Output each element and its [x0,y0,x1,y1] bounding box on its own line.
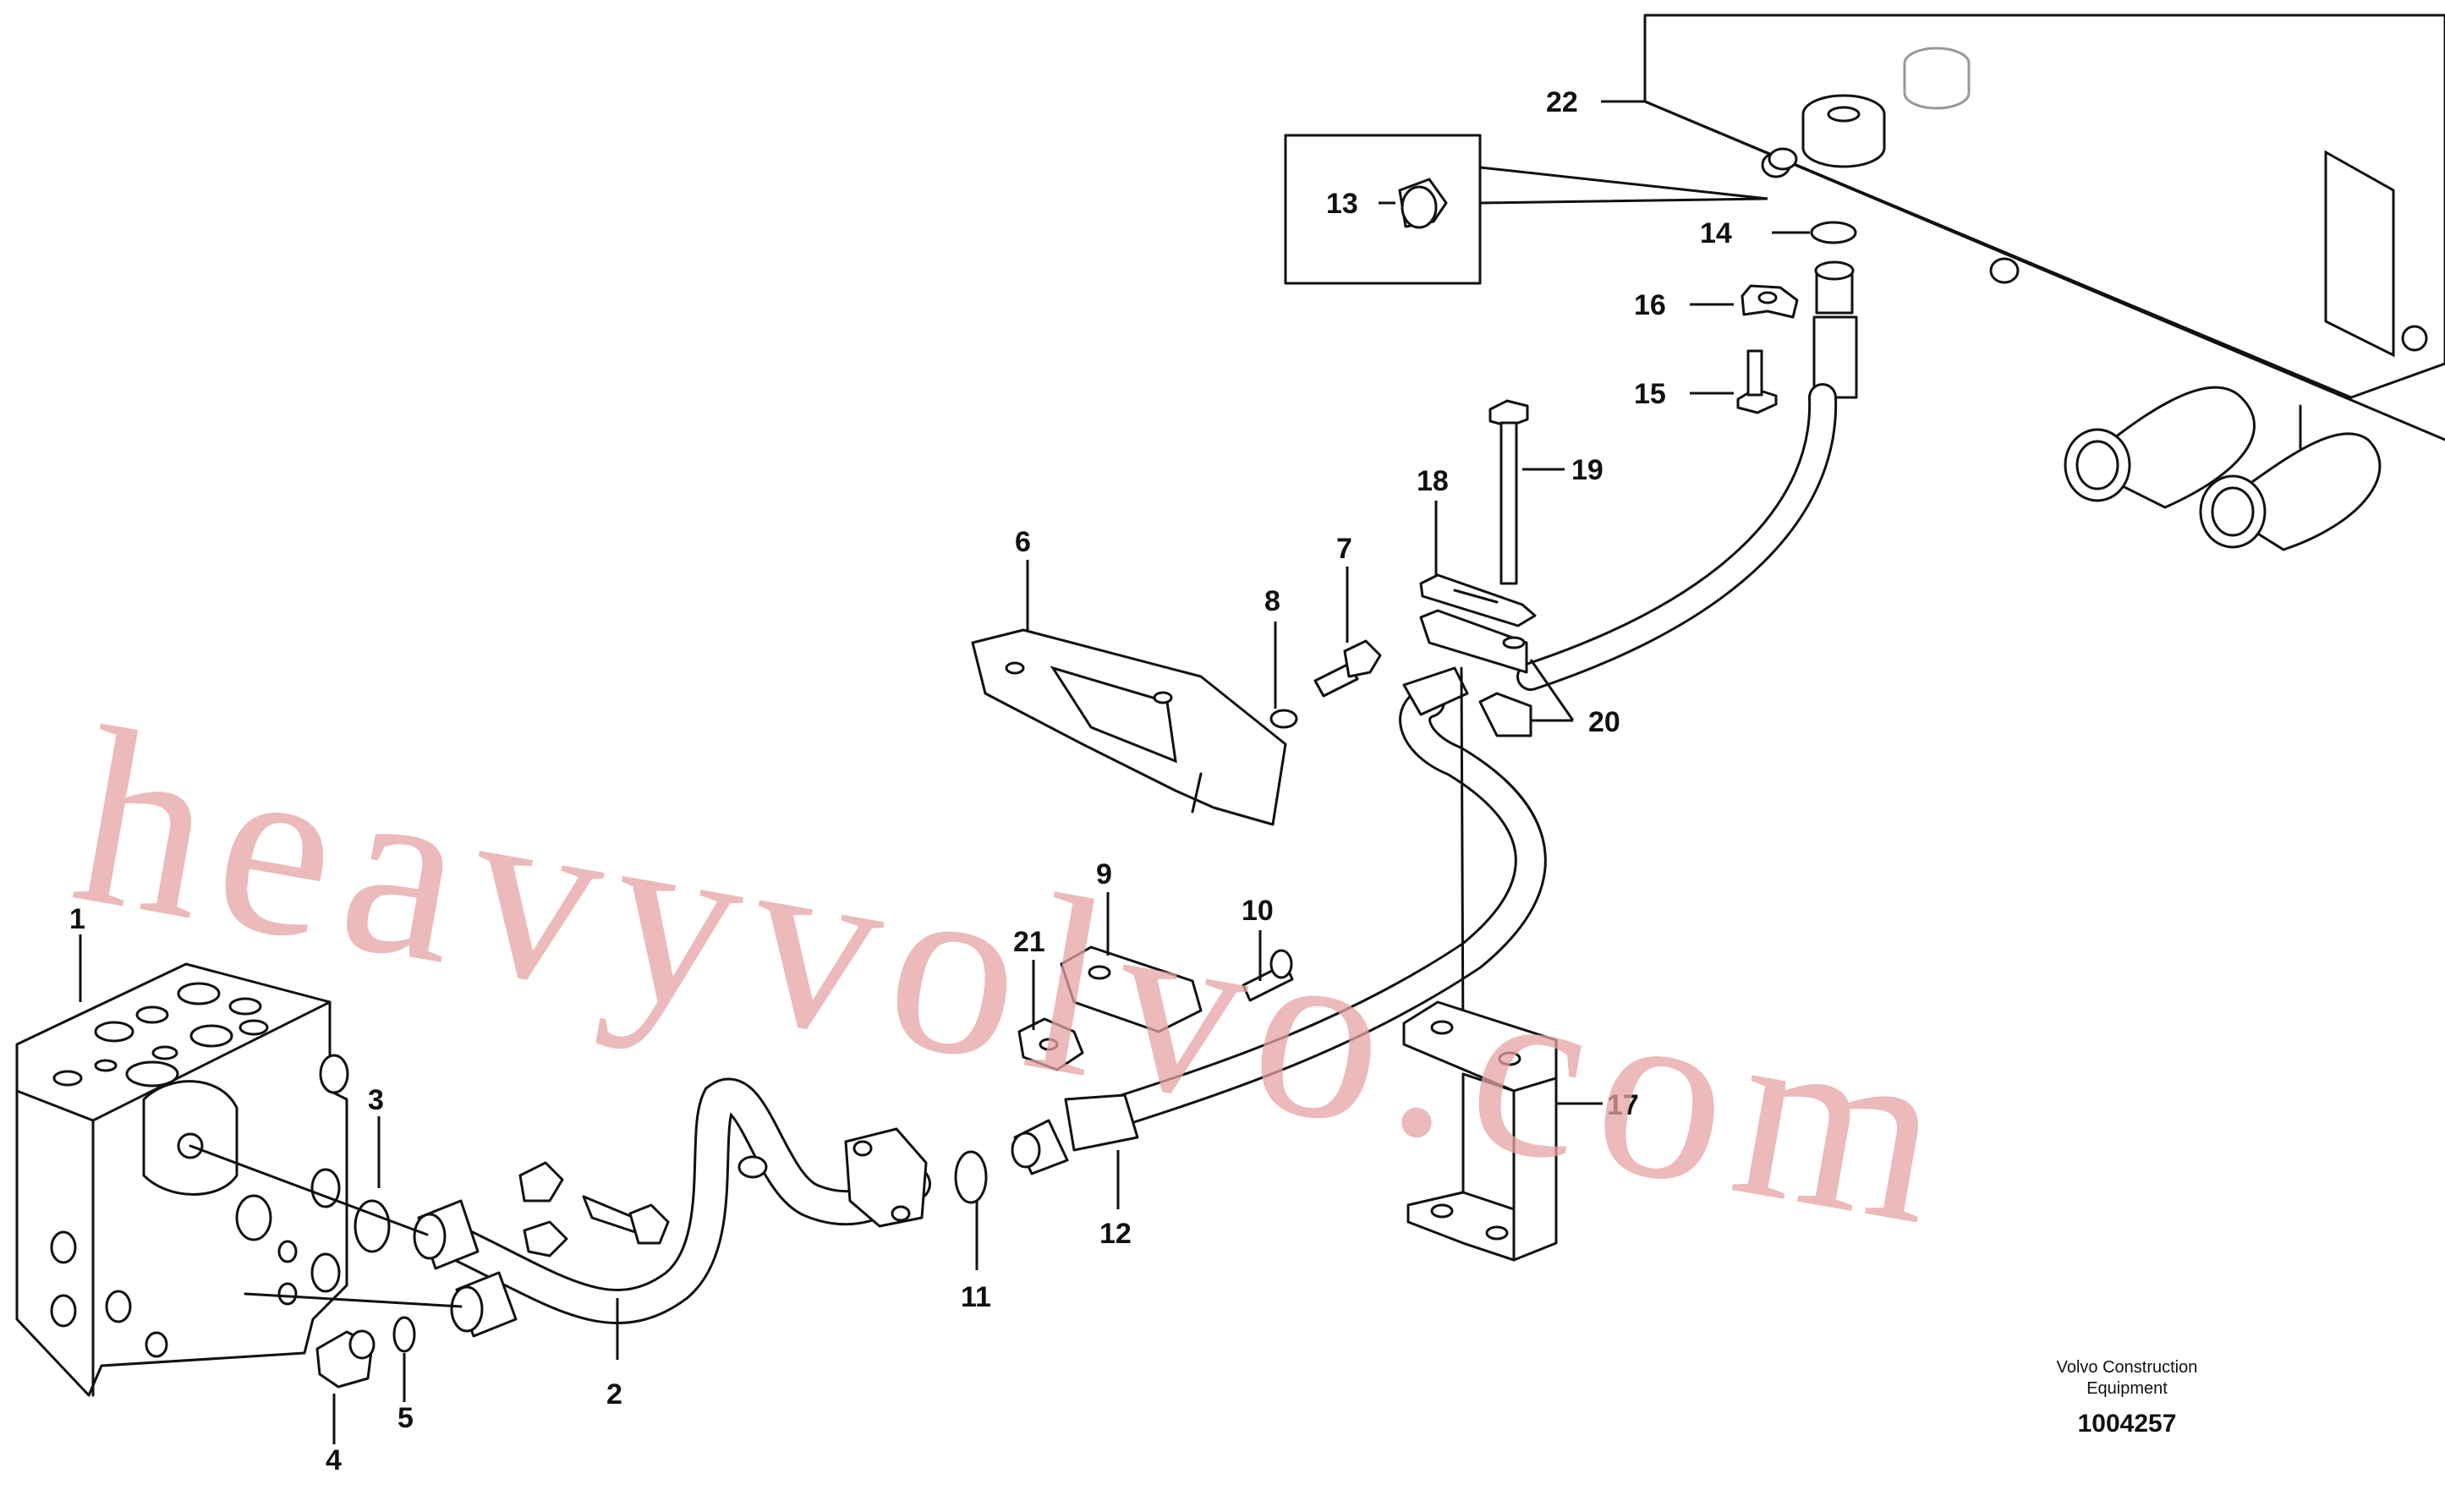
doc-number: 1004257 [2078,1410,2177,1438]
screw-15 [1736,349,1778,414]
callout-6: 6 [1015,526,1031,558]
pipe-clamp [518,1161,670,1257]
callout-13: 13 [1326,188,1358,220]
bolt-10 [1242,949,1294,1002]
clamp-21 [1017,1017,1084,1071]
callout-21: 21 [1013,926,1045,958]
callout-11: 11 [961,1281,991,1313]
washer-8 [1269,709,1298,729]
bracket-6 [971,628,1287,826]
callout-14: 14 [1700,217,1732,249]
oring-3 [354,1199,391,1253]
callout-16: 16 [1634,289,1666,321]
bracket-17 [1402,1000,1558,1262]
oring-14 [1810,221,1857,244]
control-valve-1 [15,962,463,1397]
detail-box-plug [1284,134,1768,285]
callout-10: 10 [1242,895,1274,927]
callout-17: 17 [1607,1089,1639,1121]
callout-4: 4 [326,1444,342,1476]
oring-5 [392,1316,416,1353]
callout-1: 1 [69,903,85,935]
brand-line-1: Volvo Construction [2057,1358,2198,1377]
callout-3: 3 [368,1084,384,1116]
oring-11 [954,1150,988,1204]
callout-5: 5 [397,1402,414,1434]
bolt-19 [1488,399,1529,585]
plug-4 [315,1329,376,1389]
leader-lines [79,100,1810,1444]
clamp-16 [1741,284,1799,319]
return-hose-12 [1011,666,1547,1175]
callout-8: 8 [1264,585,1280,617]
callout-2: 2 [606,1378,622,1411]
callout-22: 22 [1546,86,1578,118]
pipe-2 [413,1077,931,1338]
callout-12: 12 [1099,1218,1132,1250]
footer: Volvo Construction Equipment 1004257 [2057,1358,2198,1438]
callout-15: 15 [1634,378,1666,410]
bolt-7 [1313,639,1382,698]
brand-line-2: Equipment [2086,1379,2168,1398]
callout-20: 20 [1588,706,1620,738]
plate-18 [1419,573,1537,627]
clamp-20 [1419,609,1532,737]
callout-7: 7 [1336,533,1352,565]
callout-18: 18 [1417,465,1449,497]
callouts: 1 2 3 4 5 6 7 8 9 10 11 12 13 14 15 16 1… [69,86,1732,1476]
return-hose-upper [1516,260,1858,691]
hydraulic-tank [1643,14,2445,551]
callout-19: 19 [1571,454,1604,486]
bracket-9 [1060,945,1203,1033]
callout-9: 9 [1096,858,1112,890]
